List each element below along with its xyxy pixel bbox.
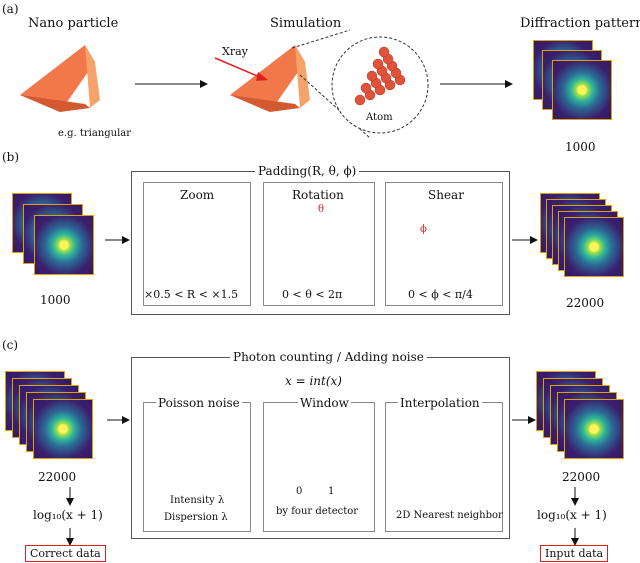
input-count-b: 1000 (40, 293, 71, 307)
input-image-stack-b-3 (34, 215, 94, 275)
interpolation-title: Interpolation (398, 396, 482, 410)
poisson-caption-1: Intensity λ (170, 495, 225, 506)
photon-title: Photon counting / Adding noise (230, 350, 427, 364)
rotation-symbol: θ (318, 204, 325, 215)
padding-title: Padding(R, θ, ϕ) (255, 164, 360, 178)
panel-a-label: (a) (2, 2, 19, 16)
input-data-label: Input data (540, 545, 609, 562)
window-legend-1: 1 (328, 486, 335, 497)
shear-symbol: ϕ (420, 224, 427, 235)
sim-particle-front (230, 45, 305, 112)
zoom-subbox (143, 182, 251, 306)
nano-particle-bottom (20, 95, 90, 112)
simulation-title: Simulation (270, 16, 342, 31)
xray-arrow (214, 57, 263, 79)
poisson-title: Poisson noise (156, 396, 242, 410)
log-transform-right: log₁₀(x + 1) (537, 508, 607, 522)
window-title: Window (298, 396, 351, 410)
sim-particle-side (295, 45, 310, 108)
nano-particle-front (20, 45, 95, 112)
xray-label: Xray (222, 45, 248, 58)
output-image-stack-b-5 (564, 217, 624, 277)
output-count-c: 22000 (562, 470, 601, 484)
atom-cluster (354, 46, 406, 106)
diffraction-title: Diffraction pattern (520, 16, 640, 31)
rotation-subbox (263, 182, 375, 306)
log-transform-left: log₁₀(x + 1) (33, 508, 103, 522)
nano-particle-title: Nano particle (28, 16, 119, 31)
interpolation-caption: 2D Nearest neighbor (396, 510, 503, 521)
output-image-stack-c-5 (564, 399, 624, 459)
diffraction-count: 1000 (565, 140, 596, 154)
window-caption: by four detector (276, 506, 359, 517)
shear-range: 0 < ϕ < π/4 (408, 288, 473, 301)
diffraction-image-stack-a-3 (552, 60, 612, 120)
rotation-title: Rotation (292, 188, 344, 202)
output-count-b: 22000 (566, 296, 605, 310)
atom-label: Atom (366, 112, 393, 123)
zoom-range: ×0.5 < R < ×1.5 (144, 288, 239, 301)
formula: x = int(x) (285, 374, 342, 388)
interpolation-subbox (385, 402, 503, 532)
input-count-c: 22000 (38, 470, 77, 484)
shear-subbox (385, 182, 503, 306)
poisson-caption-2: Dispersion λ (164, 512, 228, 523)
nano-particle-side (85, 45, 100, 108)
shear-title: Shear (428, 188, 464, 202)
window-legend-0: 0 (296, 486, 303, 497)
panel-c-label: (c) (2, 338, 19, 352)
poisson-subbox (143, 402, 251, 532)
zoom-title: Zoom (180, 188, 215, 202)
rotation-range: 0 < θ < 2π (282, 288, 343, 301)
panel-b-label: (b) (2, 150, 20, 164)
nano-caption: e.g. triangular (58, 128, 132, 139)
input-image-stack-c-5 (33, 399, 93, 459)
window-subbox (263, 402, 375, 532)
correct-data-label: Correct data (25, 545, 106, 562)
